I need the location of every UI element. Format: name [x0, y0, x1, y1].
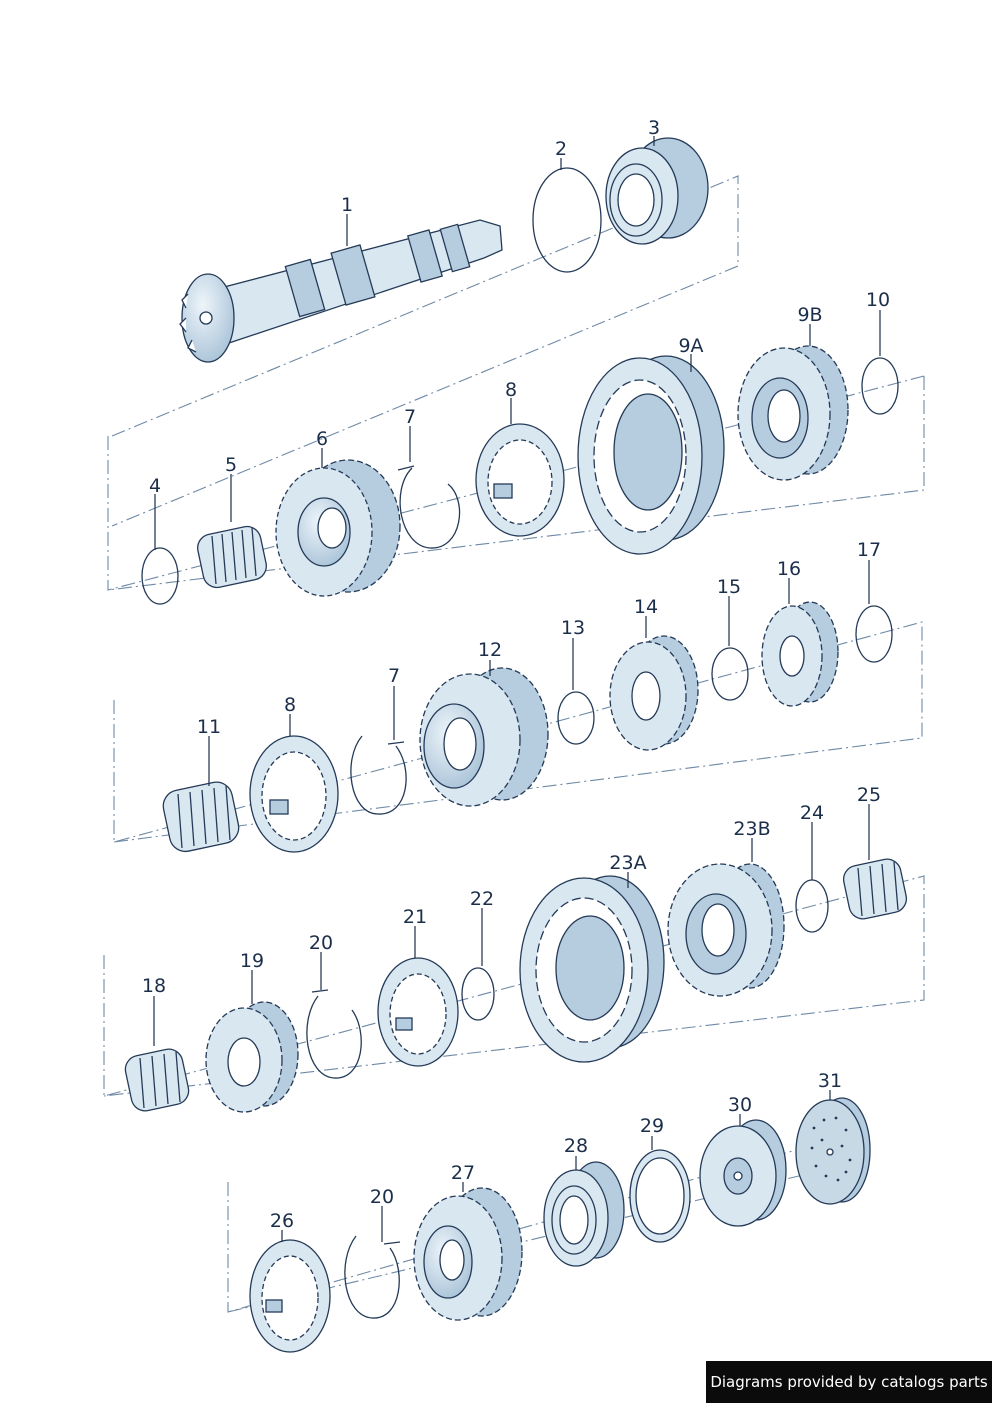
callout-23B: 23B [733, 818, 770, 840]
circlip-10 [861, 357, 899, 415]
callout-6: 6 [316, 428, 328, 450]
callout-4: 4 [149, 475, 161, 497]
callout-10: 10 [866, 289, 890, 311]
circlip-22 [461, 967, 495, 1021]
synchro-hub-23B [667, 863, 785, 997]
gear-16 [761, 601, 839, 707]
circlip-4 [141, 547, 179, 605]
circlip-13 [557, 691, 595, 745]
synchro-ring-8-upper [475, 423, 565, 537]
callout-8-upper: 8 [505, 379, 517, 401]
callout-8-middle: 8 [284, 694, 296, 716]
needle-bearing-25 [842, 858, 908, 920]
credit-banner: Diagrams provided by catalogs parts [706, 1361, 992, 1403]
leader-lines [153, 136, 881, 1242]
callout-20-row4: 20 [309, 932, 333, 954]
callout-7-middle: 7 [388, 665, 400, 687]
needle-bearing-11 [162, 781, 240, 853]
callout-30: 30 [728, 1094, 752, 1116]
needle-bearing-5 [197, 525, 267, 589]
callout-25: 25 [857, 784, 881, 806]
gear-6 [275, 459, 401, 597]
cap-31 [795, 1097, 871, 1205]
callout-9B: 9B [797, 304, 822, 326]
callout-17: 17 [857, 539, 881, 561]
sliding-sleeve-23A [519, 875, 665, 1063]
callout-26: 26 [270, 1210, 294, 1232]
callout-2: 2 [555, 138, 567, 160]
cover-30 [699, 1119, 787, 1227]
callout-22: 22 [470, 888, 494, 910]
circlip-15 [711, 647, 749, 701]
ball-bearing-28 [543, 1161, 625, 1267]
callout-31: 31 [818, 1070, 842, 1092]
synchro-hub-9B [737, 345, 849, 481]
callout-18: 18 [142, 975, 166, 997]
synchro-ring-26 [249, 1239, 331, 1353]
gear-19 [205, 1001, 299, 1113]
sliding-sleeve-9A [577, 355, 725, 555]
synchro-ring-8-middle [249, 735, 339, 853]
callout-27: 27 [451, 1162, 475, 1184]
callout-labels: 1 2 3 4 5 6 7 8 9A 9B 10 11 7 8 12 13 14… [142, 117, 890, 1232]
callout-16: 16 [777, 558, 801, 580]
callout-28: 28 [564, 1135, 588, 1157]
callout-15: 15 [717, 576, 741, 598]
callout-21: 21 [403, 906, 427, 928]
callout-1: 1 [341, 194, 353, 216]
circlip-7-upper [397, 465, 461, 549]
callout-29: 29 [640, 1115, 664, 1137]
synchro-ring-21 [377, 957, 459, 1067]
callout-9A: 9A [678, 335, 703, 357]
callout-19: 19 [240, 950, 264, 972]
pinion-shaft [179, 219, 503, 363]
callout-5: 5 [225, 454, 237, 476]
callout-7-upper: 7 [404, 406, 416, 428]
needle-bearing-18 [124, 1048, 190, 1112]
callout-20-row5: 20 [370, 1186, 394, 1208]
circlip-20-row4 [306, 989, 362, 1079]
callout-13: 13 [561, 617, 585, 639]
callout-3: 3 [648, 117, 660, 139]
gear-14 [609, 635, 699, 751]
gear-27 [413, 1187, 523, 1321]
callout-11: 11 [197, 716, 221, 738]
shim-29 [629, 1149, 691, 1243]
callout-23A: 23A [609, 852, 646, 874]
circlip-7-middle [350, 735, 407, 815]
gear-12 [419, 667, 549, 807]
circlip-20-row5 [344, 1235, 401, 1319]
ball-bearing-3 [605, 137, 709, 245]
callout-24: 24 [800, 802, 824, 824]
callout-14: 14 [634, 596, 658, 618]
callout-12: 12 [478, 639, 502, 661]
circlip-17 [855, 605, 893, 663]
circlip-2 [532, 167, 602, 273]
